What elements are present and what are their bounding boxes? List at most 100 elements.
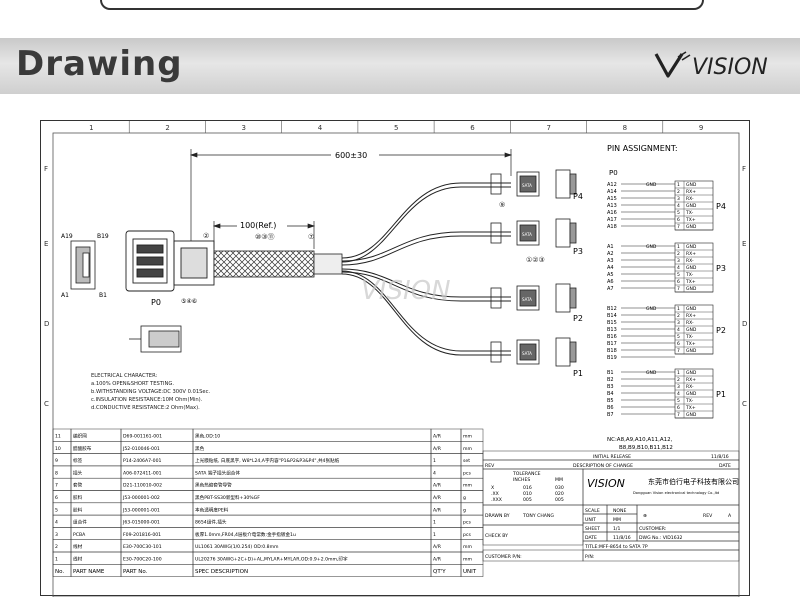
svg-text:D21-110010-002: D21-110010-002: [123, 483, 162, 489]
svg-text:mm: mm: [463, 484, 472, 489]
svg-text:4: 4: [677, 203, 680, 209]
svg-text:020: 020: [555, 491, 564, 497]
svg-text:A15: A15: [607, 196, 617, 202]
svg-text:J52-010046-001: J52-010046-001: [122, 446, 160, 452]
pin-note-1: NC:A8,A9,A10,A11,A12,: [607, 437, 673, 443]
svg-text:A6: A6: [607, 279, 614, 285]
svg-text:2: 2: [677, 313, 680, 319]
electrical-character: ELECTRICAL CHARACTER: a.100% OPEN&SHORT …: [91, 373, 210, 411]
svg-text:7: 7: [677, 348, 680, 354]
svg-text:A/R: A/R: [433, 446, 442, 452]
svg-text:005: 005: [523, 497, 532, 503]
svg-text:TX+: TX+: [685, 341, 696, 347]
section-header: Drawing VISION: [0, 38, 800, 94]
svg-text:B12: B12: [607, 306, 617, 312]
watermark: VISION: [361, 276, 451, 306]
grid-col-label: 9: [699, 124, 703, 132]
svg-text:F09-201816-001: F09-201816-001: [123, 532, 161, 538]
svg-text:TOLERANCE: TOLERANCE: [512, 471, 541, 477]
label-p4: P4: [573, 192, 583, 201]
svg-text:4: 4: [433, 470, 436, 476]
svg-text:UL1061 30AWG(1/0.254) OD:0.8mm: UL1061 30AWG(1/0.254) OD:0.8mm: [195, 544, 279, 550]
svg-text:B7: B7: [607, 412, 614, 418]
svg-text:SPEC DESCRIPTION: SPEC DESCRIPTION: [195, 569, 248, 575]
svg-text:B2: B2: [607, 377, 614, 383]
svg-text:MM: MM: [613, 517, 621, 523]
p0-connector: [125, 230, 215, 292]
svg-text:P14-2406A7-001: P14-2406A7-001: [123, 458, 162, 464]
svg-text:1: 1: [677, 244, 680, 250]
svg-text:上光膜贴纸, 白底黑字, W8*L24,A字内容"P1&P2: 上光膜贴纸, 白底黑字, W8*L24,A字内容"P1&P2&P3&P4",共4…: [195, 457, 340, 464]
svg-text:SATA 端子插头组合体: SATA 端子插头组合体: [195, 469, 240, 476]
svg-text:c.INSULATION RESISTANCE:10M Oh: c.INSULATION RESISTANCE:10M Ohm(Min).: [91, 397, 203, 403]
cable-fanout: [341, 182, 511, 356]
svg-text:SATA: SATA: [522, 351, 532, 356]
grid-col-label: 2: [165, 124, 169, 132]
svg-text:A12: A12: [607, 182, 617, 188]
svg-text:4: 4: [677, 391, 680, 397]
svg-text:5: 5: [677, 398, 680, 404]
pin-p0: P0: [609, 169, 618, 177]
svg-text:D69-001161-001: D69-001161-001: [123, 434, 162, 440]
svg-text:1/1: 1/1: [613, 526, 620, 532]
svg-text:A/R: A/R: [433, 434, 442, 440]
svg-text:CUSTOMER P/N:: CUSTOMER P/N:: [485, 554, 522, 560]
svg-text:B1: B1: [607, 370, 614, 376]
svg-text:DESCRIPTION OF CHANGE: DESCRIPTION OF CHANGE: [573, 463, 633, 469]
grid-row-label: D: [742, 320, 747, 328]
p0-bottom-view: [129, 325, 182, 353]
svg-text:套管: 套管: [73, 482, 83, 489]
svg-text:1: 1: [55, 557, 58, 563]
svg-text:⑦: ⑦: [308, 233, 314, 241]
svg-text:B13: B13: [607, 327, 617, 333]
svg-text:11: 11: [55, 434, 61, 440]
svg-text:本色透明度PE料: 本色透明度PE料: [195, 506, 229, 513]
svg-text:d.CONDUCTIVE RESISTANCE:2 Ohm(: d.CONDUCTIVE RESISTANCE:2 Ohm(Max).: [91, 405, 200, 411]
svg-text:pcs: pcs: [463, 521, 471, 526]
svg-text:GND: GND: [686, 306, 697, 312]
svg-text:TX+: TX+: [685, 405, 696, 411]
svg-text:A4: A4: [607, 265, 614, 271]
svg-text:.XXX: .XXX: [491, 497, 502, 503]
svg-text:TX-: TX-: [685, 398, 694, 404]
svg-text:11/8/16: 11/8/16: [711, 454, 729, 460]
svg-text:9: 9: [55, 458, 58, 464]
svg-text:1: 1: [677, 370, 680, 376]
svg-text:6: 6: [677, 217, 680, 223]
svg-text:线材: 线材: [73, 556, 83, 563]
svg-text:010: 010: [523, 491, 532, 497]
grid-row-label: D: [44, 320, 49, 328]
svg-text:GND: GND: [646, 244, 657, 250]
svg-text:A14: A14: [607, 189, 617, 195]
svg-text:RX+: RX+: [686, 251, 696, 257]
svg-text:A3: A3: [607, 258, 614, 264]
svg-text:TITLE:MFF-8654 to SATA 7P: TITLE:MFF-8654 to SATA 7P: [584, 544, 648, 550]
svg-text:SHEET: SHEET: [585, 526, 600, 532]
svg-text:DRAWN BY: DRAWN BY: [485, 513, 510, 519]
svg-text:胶料: 胶料: [73, 494, 83, 501]
svg-text:A5: A5: [607, 272, 614, 278]
svg-text:PART NAME: PART NAME: [73, 569, 105, 575]
svg-text:pcs: pcs: [463, 471, 471, 476]
svg-text:4: 4: [677, 327, 680, 333]
label-p0: P0: [151, 298, 161, 307]
pin-group-name: P2: [716, 326, 726, 335]
svg-text:6: 6: [677, 279, 680, 285]
label-a1: A1: [61, 292, 69, 299]
svg-text:5: 5: [55, 507, 58, 513]
svg-text:P/N:: P/N:: [585, 554, 595, 560]
svg-text:005: 005: [555, 497, 564, 503]
svg-text:GND: GND: [686, 265, 697, 271]
svg-text:6: 6: [677, 341, 680, 347]
svg-text:线材: 线材: [73, 543, 83, 550]
svg-text:TX+: TX+: [685, 279, 696, 285]
svg-text:5: 5: [677, 334, 680, 340]
